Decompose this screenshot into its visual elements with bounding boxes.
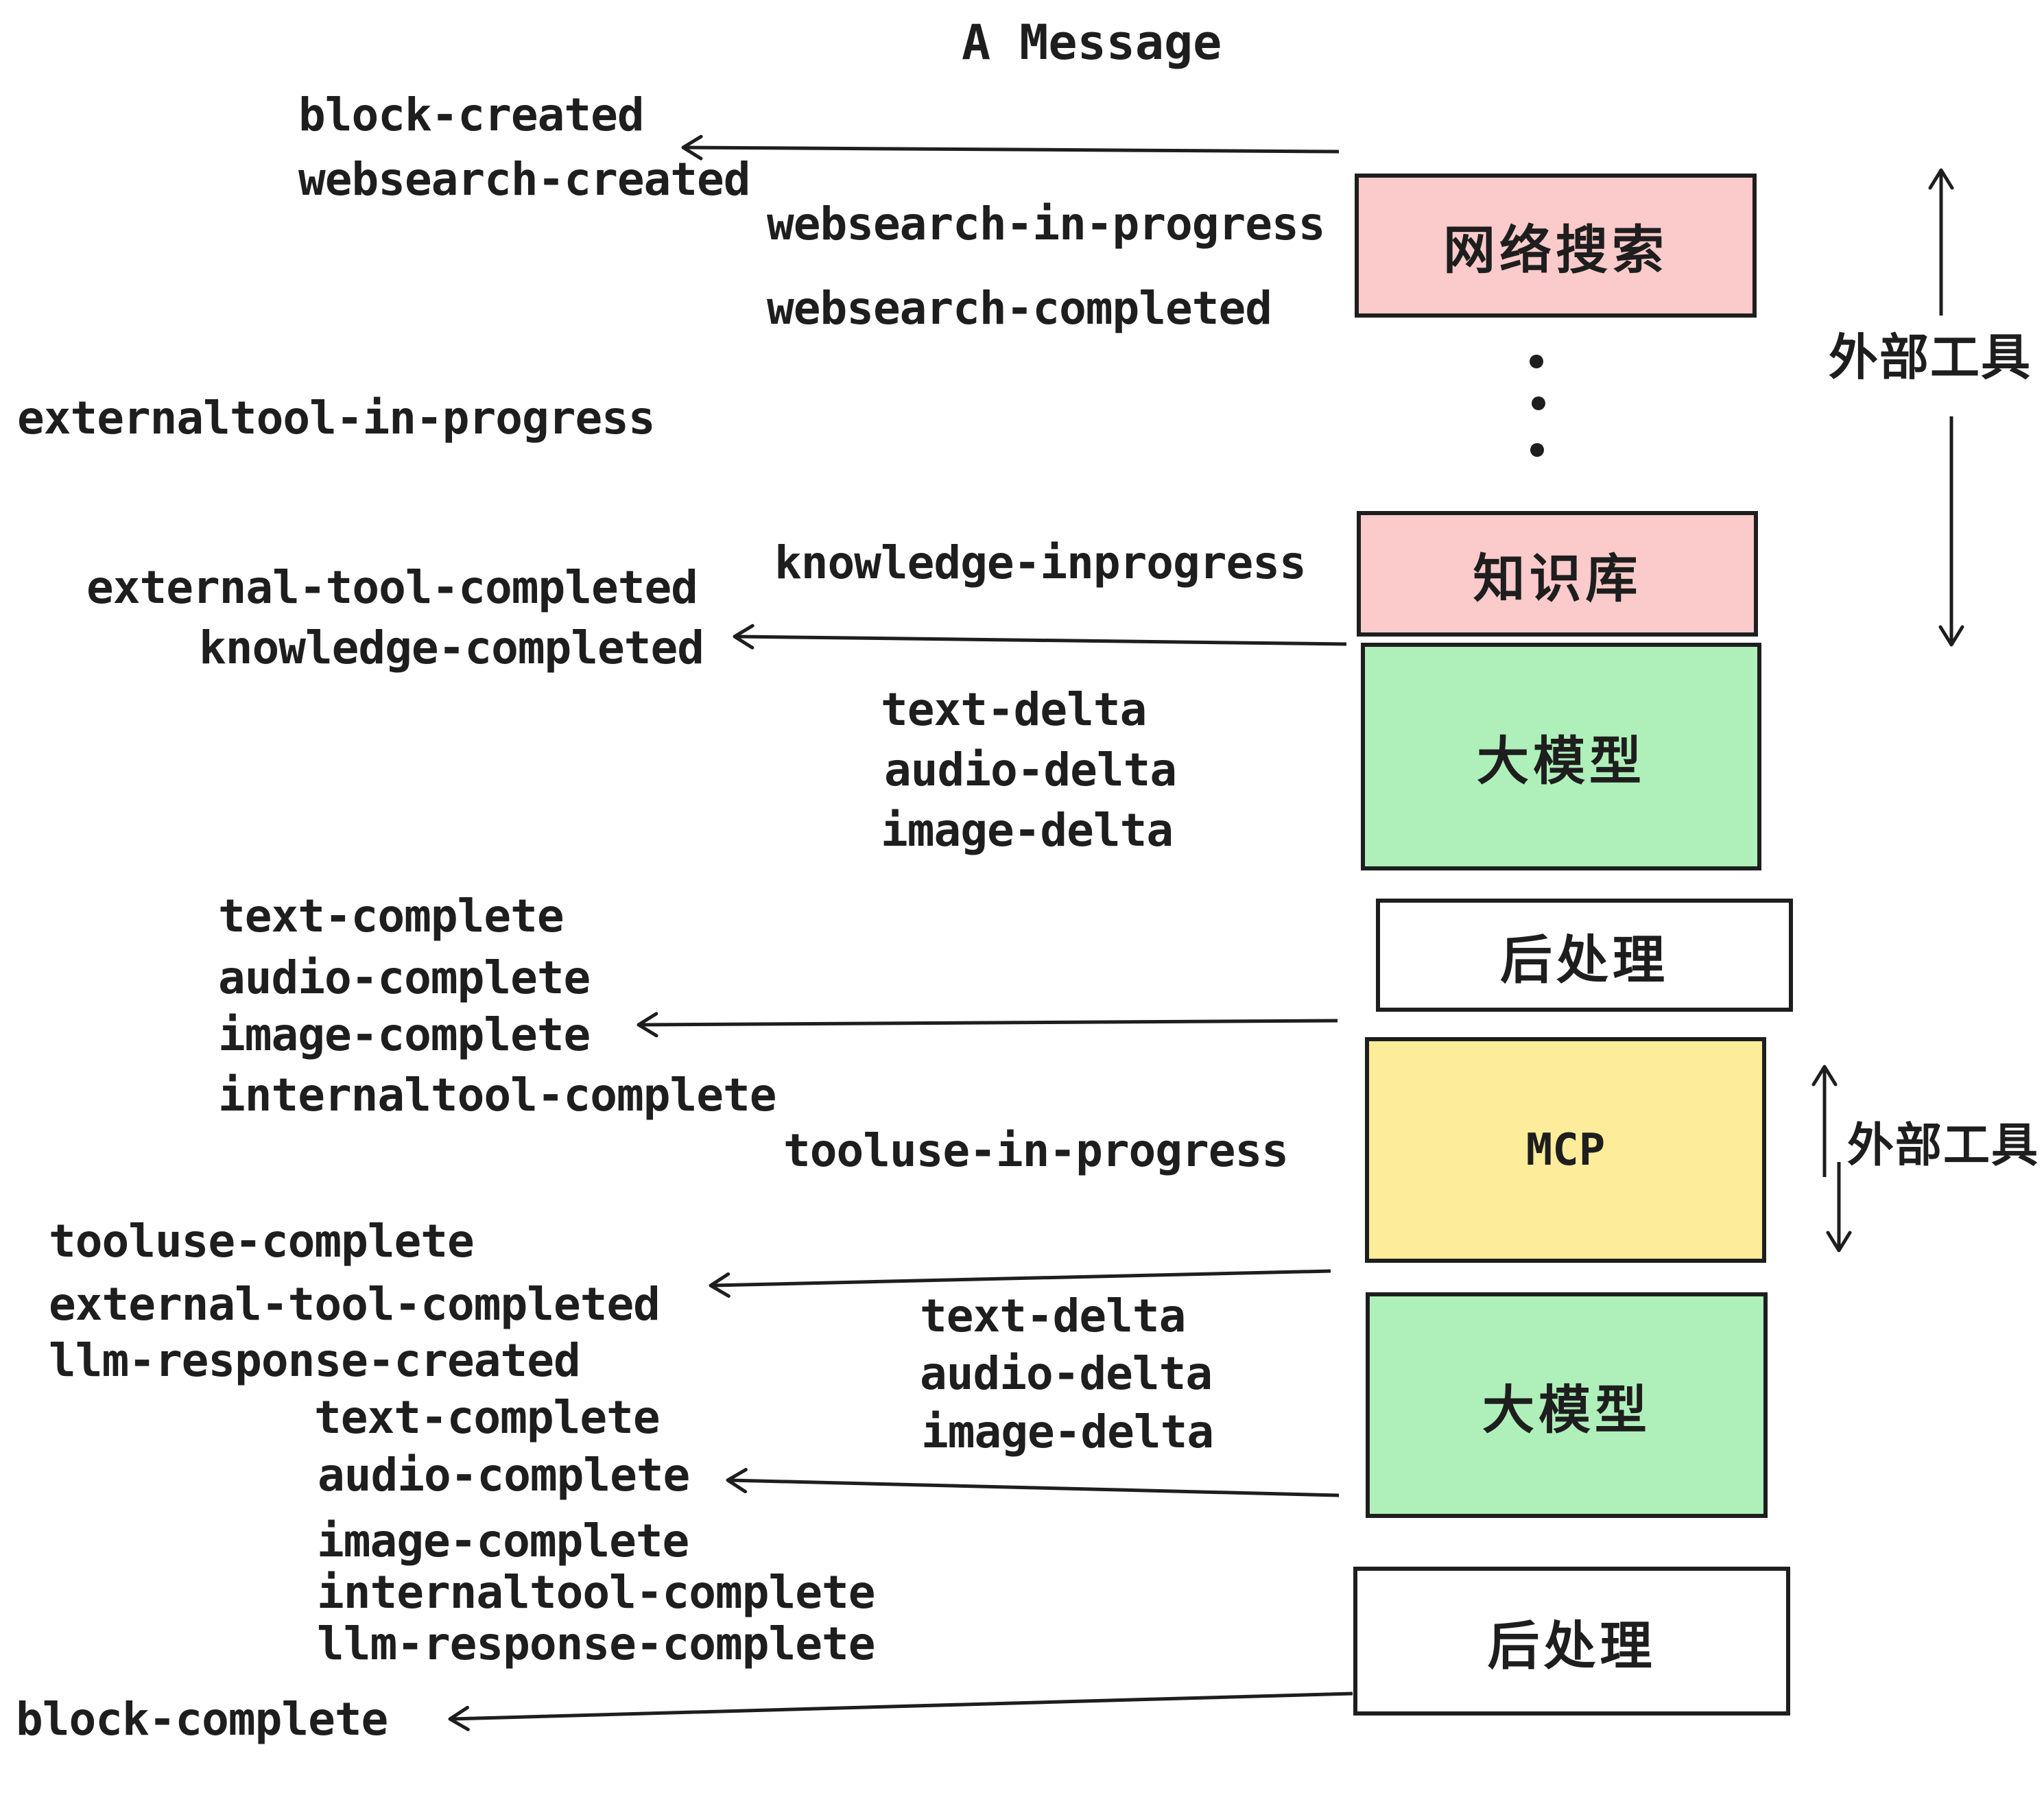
event-text-complete: text-complete — [218, 890, 565, 942]
event-external-tool-completed-2: external-tool-completed — [49, 1278, 661, 1331]
event-audio-complete-2: audio-complete — [318, 1449, 690, 1502]
event-externaltool-in-progress: externaltool-in-progress — [17, 392, 656, 444]
box-llm: 大模型 — [1361, 643, 1761, 870]
box-mcp: MCP — [1365, 1037, 1766, 1263]
event-text-delta-2: text-delta — [920, 1290, 1186, 1342]
event-block-complete: block-complete — [16, 1693, 388, 1746]
box-post-processing: 后处理 — [1376, 899, 1793, 1012]
arrow-tooluse-complete — [709, 1269, 1331, 1298]
box-knowledge-base: 知识库 — [1357, 511, 1758, 637]
event-audio-delta-2: audio-delta — [920, 1347, 1213, 1400]
event-audio-delta: audio-delta — [884, 744, 1177, 796]
event-image-complete-2: image-complete — [317, 1515, 689, 1567]
event-internaltool-complete: internaltool-complete — [218, 1069, 776, 1121]
arrow-websearch-created — [681, 134, 1340, 161]
event-audio-complete: audio-complete — [218, 951, 591, 1004]
event-text-complete-2: text-complete — [314, 1391, 661, 1444]
event-image-delta-2: image-delta — [921, 1405, 1214, 1458]
event-websearch-in-progress: websearch-in-progress — [767, 198, 1325, 250]
ellipsis-dot — [1530, 443, 1544, 457]
event-image-complete: image-complete — [218, 1008, 591, 1061]
box-web-search: 网络搜索 — [1355, 174, 1757, 318]
event-websearch-created: websearch-created — [298, 153, 751, 206]
event-text-delta: text-delta — [881, 683, 1147, 736]
arrow-audio-complete — [726, 1468, 1340, 1497]
ellipsis-dot — [1532, 396, 1545, 410]
diagram-title: A Message — [962, 14, 1222, 71]
box-post-processing-2: 后处理 — [1353, 1567, 1790, 1716]
arrow-block-complete — [448, 1692, 1353, 1731]
external-tools-label: 外部工具 — [1829, 331, 2032, 385]
event-block-created: block-created — [298, 88, 645, 141]
event-internaltool-complete-2: internaltool-complete — [317, 1566, 875, 1619]
box-llm-2: 大模型 — [1366, 1292, 1768, 1518]
mcp-external-tools-label: 外部工具 — [1847, 1119, 2040, 1172]
event-external-tool-completed: external-tool-completed — [86, 561, 698, 614]
event-llm-response-created: llm-response-created — [49, 1334, 581, 1387]
event-tooluse-in-progress: tooluse-in-progress — [783, 1124, 1289, 1177]
event-knowledge-inprogress: knowledge-inprogress — [774, 536, 1307, 589]
ellipsis-dot — [1530, 355, 1543, 368]
event-tooluse-complete: tooluse-complete — [49, 1215, 475, 1268]
event-knowledge-completed: knowledge-completed — [199, 621, 704, 674]
arrow-knowledge-completed — [733, 624, 1347, 650]
event-image-delta: image-delta — [881, 804, 1174, 857]
arrow-internal-complete — [637, 1012, 1338, 1038]
event-websearch-completed: websearch-completed — [767, 282, 1272, 335]
event-llm-response-complete: llm-response-complete — [317, 1617, 875, 1670]
